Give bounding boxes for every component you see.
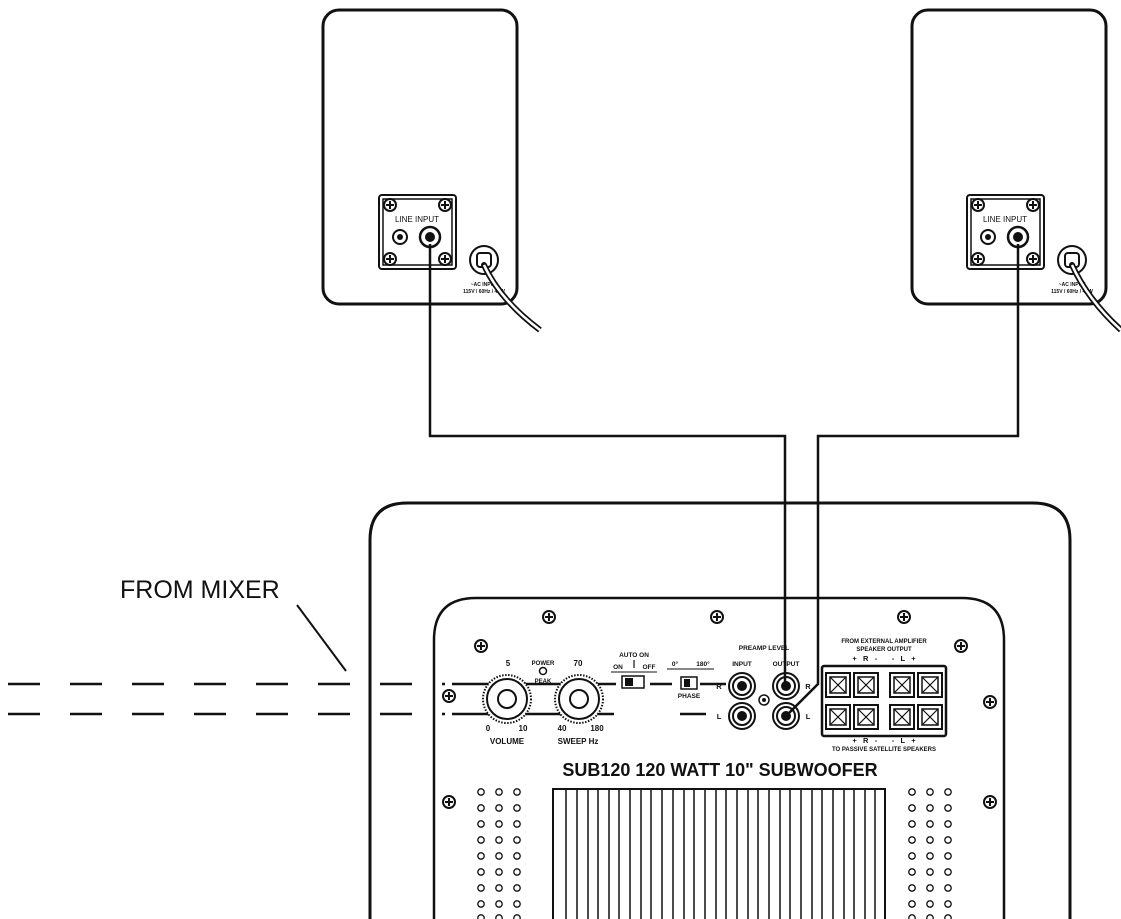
speaker-terminal-top-l-minus[interactable]	[889, 672, 915, 698]
right-line-input-jack[interactable]	[1006, 225, 1030, 249]
speaker-terminal-top-l-plus[interactable]	[917, 672, 943, 698]
speaker-output-top-signs: + R - - L +	[852, 654, 916, 663]
left-vent-holes	[477, 788, 521, 919]
preamp-output-r-label: R	[805, 682, 811, 691]
volume-label: VOLUME	[490, 737, 525, 746]
sweep-max-value: 180	[590, 724, 604, 733]
phase-label: PHASE	[678, 693, 701, 700]
auto-on-off-label: OFF	[643, 664, 656, 671]
right-ac-label-2: 115V / 60Hz / 40W	[1051, 289, 1093, 295]
sweep-top-value: 70	[574, 659, 583, 668]
preamp-level-label: PREAMP LEVEL	[739, 645, 789, 652]
right-ac-label-1: ~AC INPUT	[1059, 282, 1086, 288]
speaker-terminal-bottom-l-plus[interactable]	[917, 704, 943, 730]
right-satellite-speaker: LINE INPUT ~AC INPUT 115V / 60Hz / 40W	[910, 8, 1121, 333]
left-line-input-label: LINE INPUT	[395, 215, 439, 224]
speaker-terminal-block	[820, 664, 948, 738]
phase-0-label: 0°	[672, 660, 679, 668]
cable-to-left-satellite	[428, 244, 787, 686]
speaker-terminal-bottom-r-minus[interactable]	[853, 704, 879, 730]
peak-label: PEAK	[535, 679, 552, 685]
preamp-input-r-jack[interactable]	[728, 672, 756, 700]
speaker-output-bottom-signs: + R - - L +	[852, 736, 916, 745]
phase-switch[interactable]	[680, 676, 698, 690]
left-ac-inlet: ~AC INPUT 115V / 60Hz / 40W	[463, 245, 505, 295]
right-line-input-label: LINE INPUT	[983, 215, 1027, 224]
power-label: POWER	[532, 661, 555, 667]
satellite-cables	[428, 244, 1020, 717]
speaker-terminal-bottom-l-minus[interactable]	[889, 704, 915, 730]
speaker-output-bottom-label: TO PASSIVE SATELLITE SPEAKERS	[832, 747, 936, 753]
preamp-output-l-label: L	[806, 712, 811, 721]
volume-top-value: 5	[506, 659, 511, 668]
speaker-output-top-label-1: FROM EXTERNAL AMPLIFIER	[841, 639, 927, 645]
left-line-input-panel: LINE INPUT	[378, 194, 457, 270]
phase-180-label: 180°	[696, 660, 710, 668]
volume-knob[interactable]	[482, 674, 532, 724]
auto-on-on-label: ON	[613, 664, 623, 671]
auto-on-label: AUTO ON	[619, 652, 649, 659]
sweep-min-value: 40	[558, 724, 567, 733]
from-mixer-label: FROM MIXER	[120, 576, 280, 604]
sweep-knob[interactable]	[554, 674, 604, 724]
sweep-label: SWEEP Hz	[558, 737, 599, 746]
preamp-input-l-jack[interactable]	[728, 702, 756, 730]
speaker-terminal-top-r-plus[interactable]	[825, 672, 851, 698]
cable-to-right-satellite	[785, 244, 1020, 717]
mixer-cables	[8, 604, 445, 716]
auto-on-switch[interactable]	[621, 675, 645, 689]
left-satellite-speaker: LINE INPUT ~AC INPUT 115V / 60Hz / 40W	[321, 8, 542, 333]
amplifier-heatsink	[552, 788, 886, 919]
preamp-input-label: INPUT	[732, 661, 752, 668]
right-vent-holes	[908, 788, 952, 919]
subwoofer-model-title: SUB120 120 WATT 10" SUBWOOFER	[562, 760, 877, 780]
right-line-input-panel: LINE INPUT	[966, 194, 1045, 270]
preamp-input-l-label: L	[717, 712, 722, 721]
speaker-terminal-top-r-minus[interactable]	[853, 672, 879, 698]
speaker-terminal-bottom-r-plus[interactable]	[825, 704, 851, 730]
volume-min-value: 0	[486, 724, 491, 733]
speaker-output-top-label-2: SPEAKER OUTPUT	[856, 647, 912, 653]
subwoofer-cabinet	[368, 501, 1072, 919]
left-ac-label-2: 115V / 60Hz / 40W	[463, 289, 505, 295]
preamp-input-r-label: R	[716, 682, 722, 691]
volume-max-value: 10	[519, 724, 528, 733]
left-ac-label-1: ~AC INPUT	[471, 282, 498, 288]
right-ac-inlet: ~AC INPUT 115V / 60Hz / 40W	[1051, 245, 1093, 295]
power-led	[538, 666, 548, 676]
